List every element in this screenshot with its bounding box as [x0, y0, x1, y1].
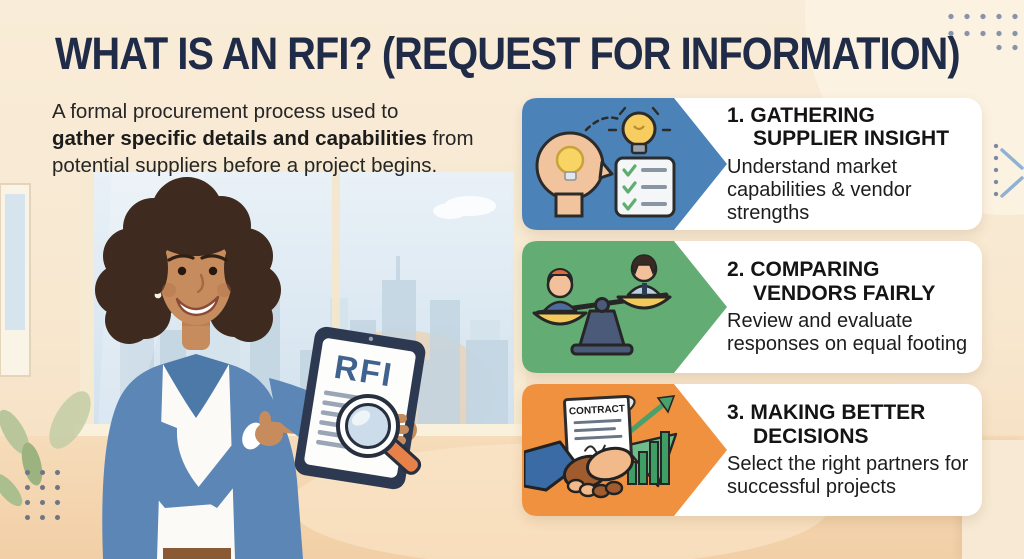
growth-chart-icon: [619, 395, 678, 488]
head-icon: [535, 131, 614, 218]
supplier-insight-icon: [535, 106, 676, 218]
contract-icon: CONTRACT: [563, 394, 636, 463]
contract-label: CONTRACT: [569, 404, 626, 418]
intro-line-3: potential suppliers before a project beg…: [52, 154, 438, 177]
card-description: Review and evaluate responses on equal f…: [727, 310, 968, 356]
tablet-label: RFI: [332, 348, 396, 394]
magnifier: [336, 394, 422, 475]
card-description: Select the right partners for successful…: [727, 453, 969, 499]
lapel-right: [196, 354, 229, 418]
dot-grid-top-right-extra: [991, 40, 1023, 55]
intro-text: A formal procurement process used to gat…: [52, 98, 512, 179]
belt: [163, 548, 231, 559]
page-title: WHAT IS AN RFI? (REQUEST FOR INFORMATION…: [55, 28, 961, 79]
card-gathering-supplier-insight: 1. GATHERING SUPPLIER INSIGHT Understand…: [522, 98, 982, 230]
pointing-arm: [135, 411, 299, 508]
chevron-decoration: [1000, 148, 1024, 198]
comparing-vendors-icon: [532, 254, 672, 356]
intro-line-2: gather specific details and capabilities…: [52, 127, 474, 150]
card-arrow-shape: [522, 241, 727, 373]
wall-picture: [0, 183, 31, 377]
card-title: 2. COMPARING VENDORS FAIRLY: [727, 257, 936, 305]
benefit-cards: 1. GATHERING SUPPLIER INSIGHT Understand…: [522, 98, 982, 527]
dot-column-right: [991, 140, 1001, 200]
better-decisions-icon: CONTRACT: [524, 394, 678, 499]
card-title: 1. GATHERING SUPPLIER INSIGHT: [727, 103, 950, 151]
woman-illustration: RFI: [95, 177, 426, 559]
dot-grid-bottom-left: [20, 465, 66, 525]
face: [146, 212, 246, 325]
shirt: [157, 354, 235, 559]
intro-line-1: A formal procurement process used to: [52, 100, 399, 123]
handshake-icon: [524, 440, 634, 499]
vendor-right: [616, 254, 672, 310]
card-making-better-decisions: CONTRACT: [522, 384, 982, 516]
window-mullion: [332, 172, 340, 426]
card-comparing-vendors-fairly: 2. COMPARING VENDORS FAIRLY Review and e…: [522, 241, 982, 373]
checklist-icon: [614, 156, 676, 218]
card-description: Understand market capabilities & vendor …: [727, 156, 912, 224]
cloud: [433, 196, 496, 219]
lapel-left: [163, 354, 196, 418]
card-title: 3. MAKING BETTER DECISIONS: [727, 400, 926, 448]
dot-grid-top-right: [943, 8, 1023, 40]
vendor-left: [532, 268, 588, 326]
lightbulb-icon: [607, 106, 672, 155]
